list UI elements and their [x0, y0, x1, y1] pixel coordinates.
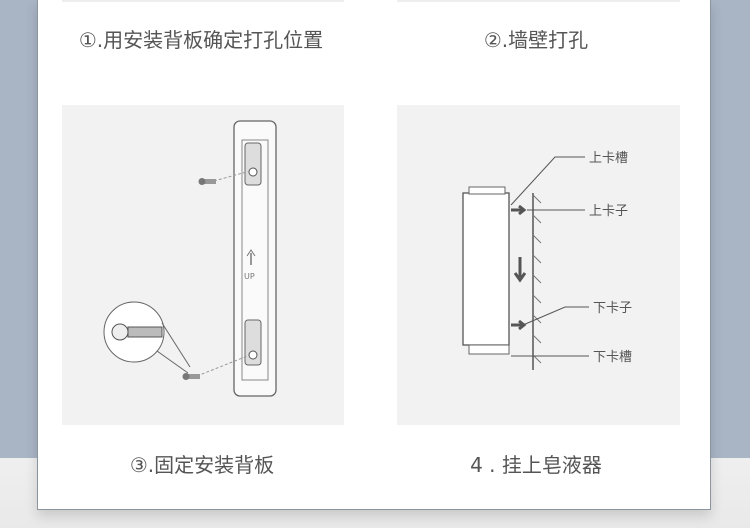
up-label: UP — [244, 272, 255, 281]
step3-illustration: UP — [62, 105, 344, 425]
top-image-edge-left — [62, 0, 344, 2]
step4-illustration: 上卡槽 上卡子 下卡子 下卡槽 — [397, 105, 680, 425]
step4-caption: 4 . 挂上皂液器 — [470, 453, 602, 477]
screw-icon — [182, 373, 200, 380]
label-upper-slot: 上卡槽 — [589, 151, 628, 166]
top-image-edge-right — [397, 0, 680, 2]
label-upper-clip: 上卡子 — [589, 204, 628, 219]
step1-caption: ①.用安装背板确定打孔位置 — [78, 28, 324, 52]
step3-caption: ③.固定安装背板 — [129, 453, 275, 477]
label-lower-slot: 下卡槽 — [593, 350, 632, 365]
screw-icon — [198, 178, 216, 185]
label-lower-clip: 下卡子 — [593, 301, 632, 316]
step2-caption: ②.墙壁打孔 — [483, 28, 589, 52]
